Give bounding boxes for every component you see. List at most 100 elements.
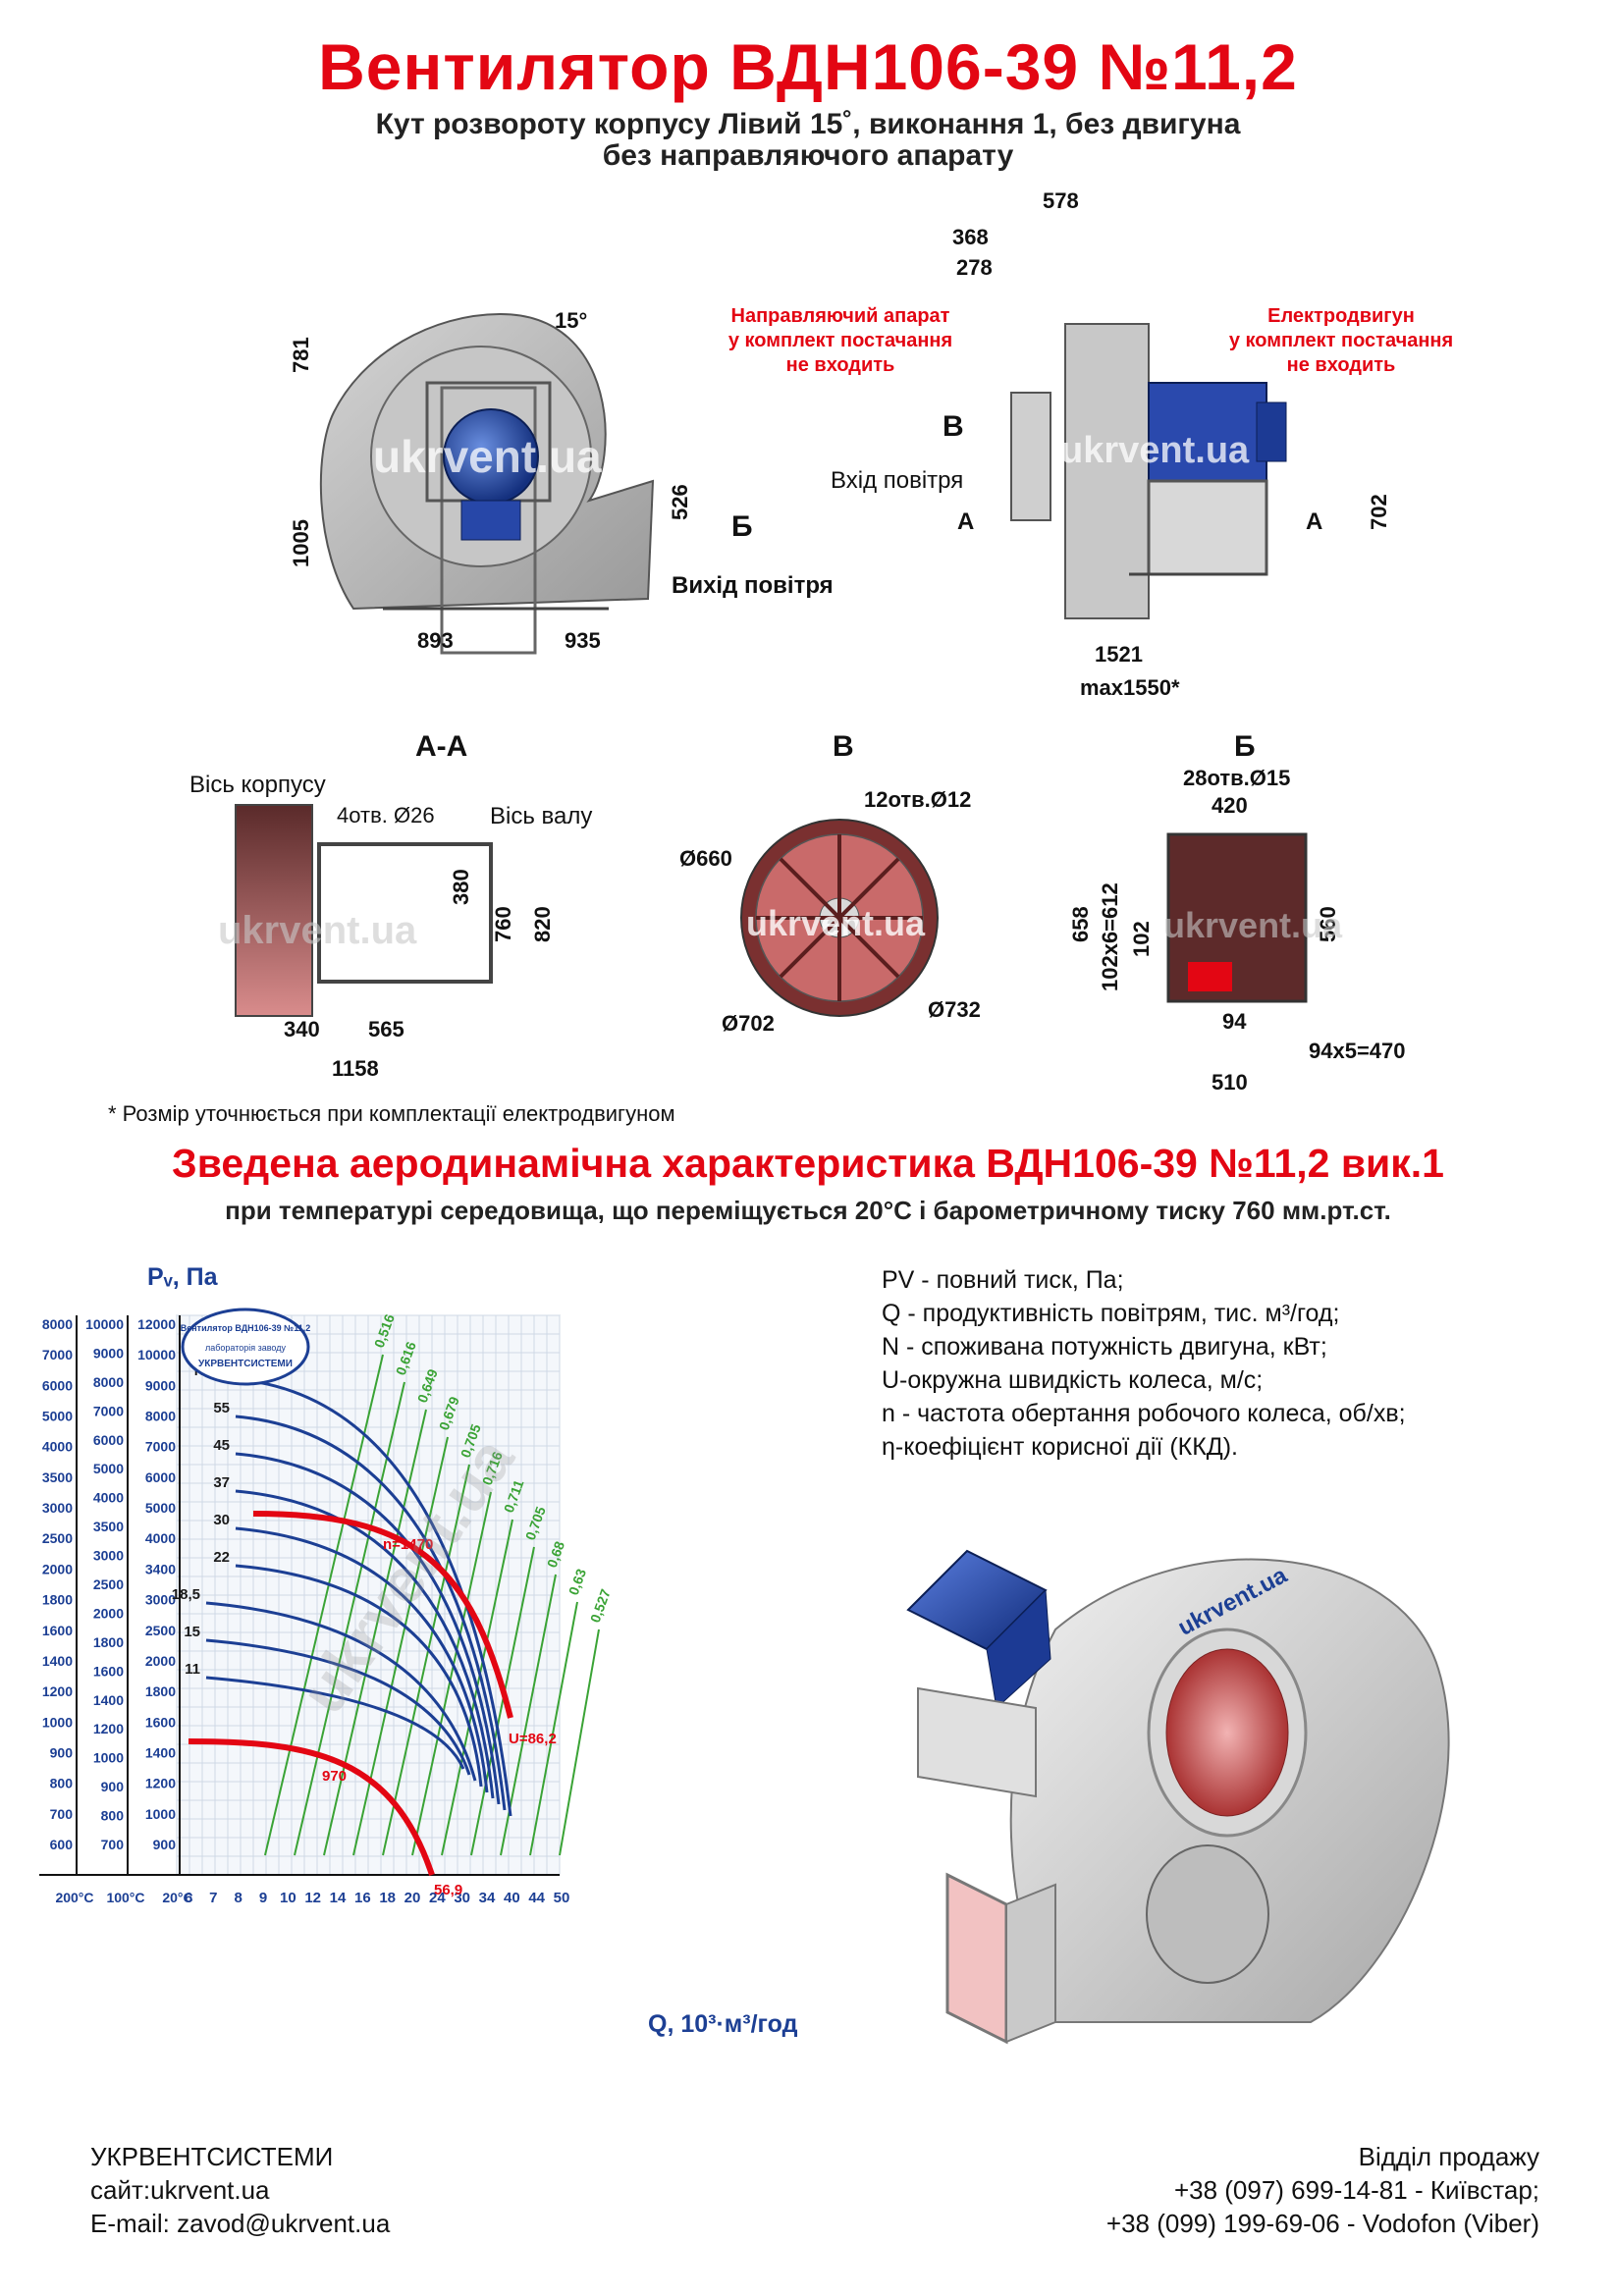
dim-d732: Ø732 <box>928 997 981 1022</box>
chart-efficiency-label: 0,63 <box>566 1567 589 1597</box>
dim-760: 760 <box>491 906 515 942</box>
chart-speed-curve-970 <box>188 1738 435 1876</box>
sales-title: Відділ продажу <box>1358 2142 1539 2171</box>
dim-526: 526 <box>668 484 692 520</box>
chart-power-curve <box>235 1526 489 1793</box>
dim-1521: 1521 <box>1095 642 1143 667</box>
chart-y-tick: 10000 <box>137 1347 176 1362</box>
chart-y-tick: 3000 <box>93 1548 124 1564</box>
chart-y-tick: 3500 <box>42 1469 73 1485</box>
chart-y-tick: 2500 <box>93 1576 124 1592</box>
chart-y-tick: 5000 <box>93 1461 124 1476</box>
legend-u: U-окружна швидкість колеса, м/с; <box>882 1366 1264 1394</box>
chart-y-tick: 1400 <box>93 1692 124 1708</box>
legend-pv: PV - повний тиск, Па; <box>882 1266 1124 1294</box>
company-email[interactable]: E-mail: zavod@ukrvent.ua <box>90 2209 391 2238</box>
chart-y-tick: 8000 <box>42 1316 73 1332</box>
chart-y-tick: 800 <box>50 1776 74 1791</box>
chart-ylabel: Pᵥ, Па <box>147 1263 218 1291</box>
chart-power-label: 22 <box>213 1549 230 1566</box>
dim-94x5: 94x5=470 <box>1309 1039 1406 1063</box>
chart-y-tick: 800 <box>101 1808 125 1824</box>
chart-power-curve <box>205 1676 465 1770</box>
v-watermark: ukrvent.ua <box>746 903 926 943</box>
dim-893: 893 <box>417 628 454 653</box>
chart-x-tick: 50 <box>554 1890 570 1906</box>
dim-d702: Ø702 <box>722 1011 775 1036</box>
chart-y-tick: 900 <box>101 1779 125 1794</box>
chart-y-tick: 3500 <box>93 1519 124 1534</box>
dim-340: 340 <box>284 1017 320 1041</box>
chart-y-tick: 1600 <box>145 1714 176 1730</box>
chart-y-tick: 700 <box>50 1806 74 1822</box>
axis-shaft-label: Вісь валу <box>490 803 593 829</box>
dim-1158: 1158 <box>332 1056 379 1081</box>
aero-chart-svg: 8000700060005000400035003000250020001800… <box>39 1308 614 1906</box>
page-title: Вентилятор ВДН106-39 №11,2 <box>318 30 1298 103</box>
dim-368: 368 <box>952 225 989 249</box>
holes-28-d15: 28отв.Ø15 <box>1183 766 1291 790</box>
holes-12-d12: 12отв.Ø12 <box>864 787 972 812</box>
axis-body-label: Вісь корпусу <box>189 772 326 798</box>
chart-x-tick: 7 <box>209 1890 217 1906</box>
chart-y-tick: 1000 <box>93 1750 124 1766</box>
chart-y-tick: 1200 <box>145 1776 176 1791</box>
chart-y-tick: 2500 <box>145 1623 176 1638</box>
chart-x-tick: 18 <box>379 1890 396 1906</box>
chart-power-curve <box>235 1564 483 1788</box>
inlet-label: Вхід повітря <box>831 467 964 494</box>
chart-temp-tick: 100°C <box>106 1890 144 1905</box>
company-site[interactable]: сайт:ukrvent.ua <box>90 2175 270 2205</box>
phone-kyivstar[interactable]: +38 (097) 699-14-81 - Київстар; <box>1173 2175 1539 2205</box>
chart-power-label: 18,5 <box>172 1586 200 1603</box>
chart-y-tick: 3000 <box>145 1592 176 1608</box>
chart-y-tick: 1000 <box>145 1806 176 1822</box>
dim-702: 702 <box>1367 494 1391 530</box>
fan-3d-render <box>906 1549 1450 2045</box>
section-mark-b: Б <box>731 510 753 543</box>
page-subtitle-1: Кут розвороту корпусу Лівий 15˚, виконан… <box>375 108 1241 140</box>
chart-x-tick: 20 <box>404 1890 421 1906</box>
chart-x-tick: 14 <box>330 1890 347 1906</box>
view-mark-v: В <box>943 410 964 443</box>
chart-y-tick: 8000 <box>93 1374 124 1390</box>
chart-temp-tick: 20°C <box>162 1890 192 1905</box>
view-b-drawing <box>1166 832 1308 1003</box>
chart-xlabel: Q, 10³·м³/год <box>648 2010 798 2038</box>
dim-420: 420 <box>1212 793 1248 818</box>
view-aa-title: А-А <box>415 730 468 763</box>
chart-power-label: 45 <box>213 1437 230 1454</box>
chart-y-tick: 6000 <box>93 1432 124 1448</box>
chart-speed-end-970: 56,9 <box>434 1882 462 1898</box>
chart-power-curve <box>235 1377 512 1817</box>
dim-380: 380 <box>449 869 473 905</box>
chart-y-tick: 4000 <box>145 1530 176 1546</box>
legend-block: PV - повний тиск, Па; Q - продуктивність… <box>882 1263 1406 1464</box>
chart-y-tick: 6000 <box>42 1377 73 1393</box>
chart-x-tick: 9 <box>259 1890 267 1906</box>
chart-y-tick: 1800 <box>93 1634 124 1650</box>
chart-y-tick: 1400 <box>42 1653 73 1669</box>
chart-power-curve <box>205 1638 471 1776</box>
chart-y-tick: 1600 <box>93 1663 124 1679</box>
chart-y-tick: 4000 <box>42 1439 73 1455</box>
chart-efficiency-line <box>352 1436 449 1856</box>
legend-nrpm: n - частота обертання робочого колеса, о… <box>882 1400 1406 1427</box>
chart-y-tick: 1000 <box>42 1714 73 1730</box>
side-watermark: ukrvent.ua <box>1060 430 1250 471</box>
phone-vodafone[interactable]: +38 (099) 199-69-06 - Vodofon (Viber) <box>1105 2209 1539 2238</box>
chart-y-tick: 2000 <box>42 1561 73 1576</box>
chart-efficiency-line <box>559 1629 600 1856</box>
dim-278: 278 <box>956 255 993 280</box>
chart-y-tick: 700 <box>101 1837 125 1852</box>
chart-y-tick: 900 <box>153 1837 177 1852</box>
chart-y-tick: 2000 <box>93 1605 124 1621</box>
chart-power-label: 15 <box>184 1624 200 1640</box>
chart-y-tick: 5000 <box>145 1500 176 1516</box>
chart-power-label: 55 <box>213 1400 230 1416</box>
section-mark-a-left: А <box>957 508 975 535</box>
b-watermark: ukrvent.ua <box>1163 905 1343 945</box>
view-aa-drawing <box>235 804 493 1017</box>
chart-efficiency-line <box>294 1381 405 1856</box>
